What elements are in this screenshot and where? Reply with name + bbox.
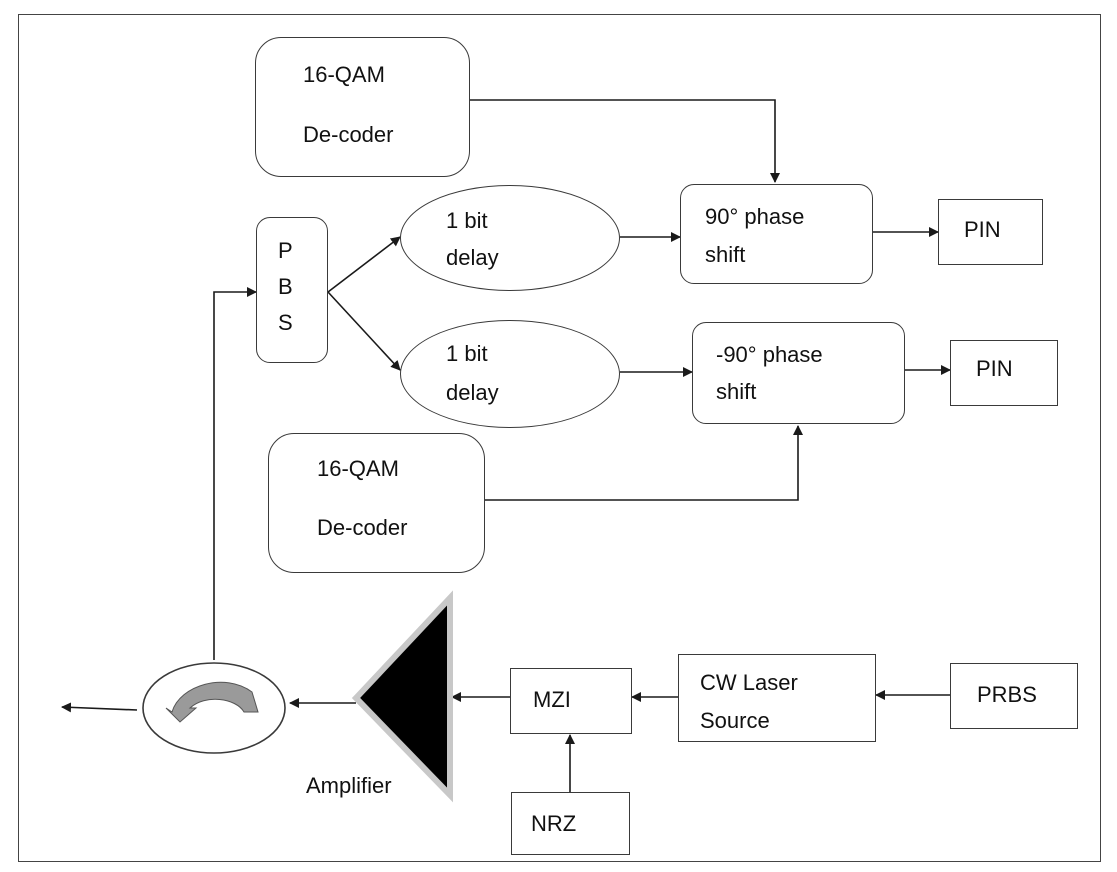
phase-bottom-line2: shift [716, 379, 757, 404]
decoder-top-line2: De-coder [303, 122, 394, 147]
mzi-block [510, 668, 632, 734]
decoder-block-top [255, 37, 470, 177]
laser-line2: Source [700, 708, 770, 733]
delay-bottom-line2: delay [446, 380, 499, 405]
phase-shift-block-top [680, 184, 873, 284]
delay-block-bottom [400, 320, 620, 428]
phase-top-line1: 90° phase [705, 204, 805, 229]
amplifier-triangle [351, 590, 453, 803]
delay-top-line2: delay [446, 245, 499, 270]
nrz-block [511, 792, 630, 855]
decoder-bottom-line2: De-coder [317, 515, 408, 540]
arrow-pbs-to-delay-top [327, 236, 401, 293]
nrz-label: NRZ [531, 811, 577, 836]
arrow-circulator-output [61, 702, 138, 713]
delay-top-line1: 1 bit [446, 208, 488, 233]
phase-bottom-line1: -90° phase [716, 342, 823, 367]
decoder-block-bottom [268, 433, 485, 573]
pin-block-bottom [950, 340, 1058, 406]
amplifier-label: Amplifier [306, 773, 392, 798]
pbs-label-b: B [278, 274, 293, 299]
prbs-label: PRBS [977, 682, 1037, 707]
circulator [142, 662, 286, 754]
decoder-bottom-line1: 16-QAM [317, 456, 399, 481]
circulator-arrow-icon [165, 681, 259, 723]
delay-block-top [400, 185, 620, 291]
prbs-block [950, 663, 1078, 729]
mzi-label: MZI [533, 687, 571, 712]
pbs-block [256, 217, 328, 363]
pbs-label-p: P [278, 238, 293, 263]
decoder-top-line1: 16-QAM [303, 62, 385, 87]
phase-shift-block-bottom [692, 322, 905, 424]
diagram-frame [18, 14, 1101, 862]
phase-top-line2: shift [705, 242, 746, 267]
arrow-pbs-to-delay-bottom [327, 291, 401, 371]
arrow-decoder-to-phase-top [470, 99, 780, 183]
arrow-decoder-to-phase-bottom [485, 425, 803, 501]
arrow-circulator-to-pbs [213, 287, 257, 660]
pin-block-top [938, 199, 1043, 265]
laser-source-block [678, 654, 876, 742]
delay-bottom-line1: 1 bit [446, 341, 488, 366]
pin-top-label: PIN [964, 217, 1001, 242]
laser-line1: CW Laser [700, 670, 798, 695]
pbs-label-s: S [278, 310, 293, 335]
pin-bottom-label: PIN [976, 356, 1013, 381]
